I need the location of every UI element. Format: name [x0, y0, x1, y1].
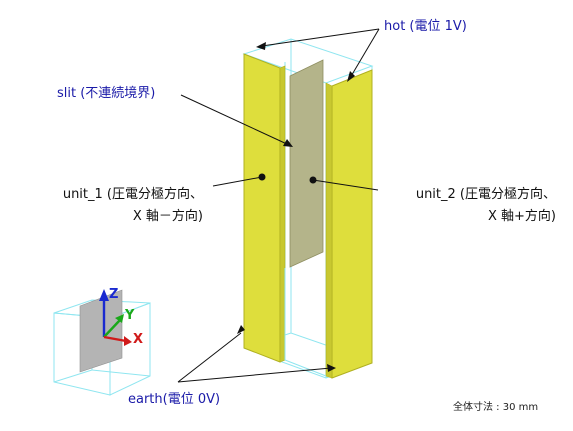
unit2-marker — [309, 176, 317, 184]
right-electrode — [331, 69, 373, 379]
right-electrode-side — [325, 82, 333, 379]
orientation-cube — [53, 289, 151, 396]
slit-label: slit (不連続境界) — [57, 86, 156, 101]
unit2-label-line1: unit_2 (圧電分極方向、 — [415, 187, 556, 202]
unit1-label-line1: unit_1 (圧電分極方向、 — [62, 187, 203, 202]
axis-x-label: X — [133, 332, 143, 347]
arrow-heads — [237, 42, 355, 372]
unit1-label-line2: X 軸－方向) — [132, 209, 203, 224]
left-electrode — [243, 53, 281, 363]
axis-y-label: Y — [124, 308, 135, 323]
slit-plane — [289, 59, 324, 268]
axis-z-label: Z — [109, 287, 118, 302]
block-front-edges — [284, 268, 327, 377]
hot-label: hot (電位 1V) — [384, 19, 467, 34]
axes-triad — [99, 289, 132, 346]
earth-label: earth(電位 0V) — [128, 392, 221, 407]
dimension-note: 全体寸法 : 30 mm — [453, 402, 539, 413]
unit1-marker — [258, 173, 266, 181]
unit2-label-line2: X 軸+方向) — [487, 209, 556, 224]
leader-lines — [177, 28, 380, 383]
left-electrode-side — [279, 65, 286, 363]
